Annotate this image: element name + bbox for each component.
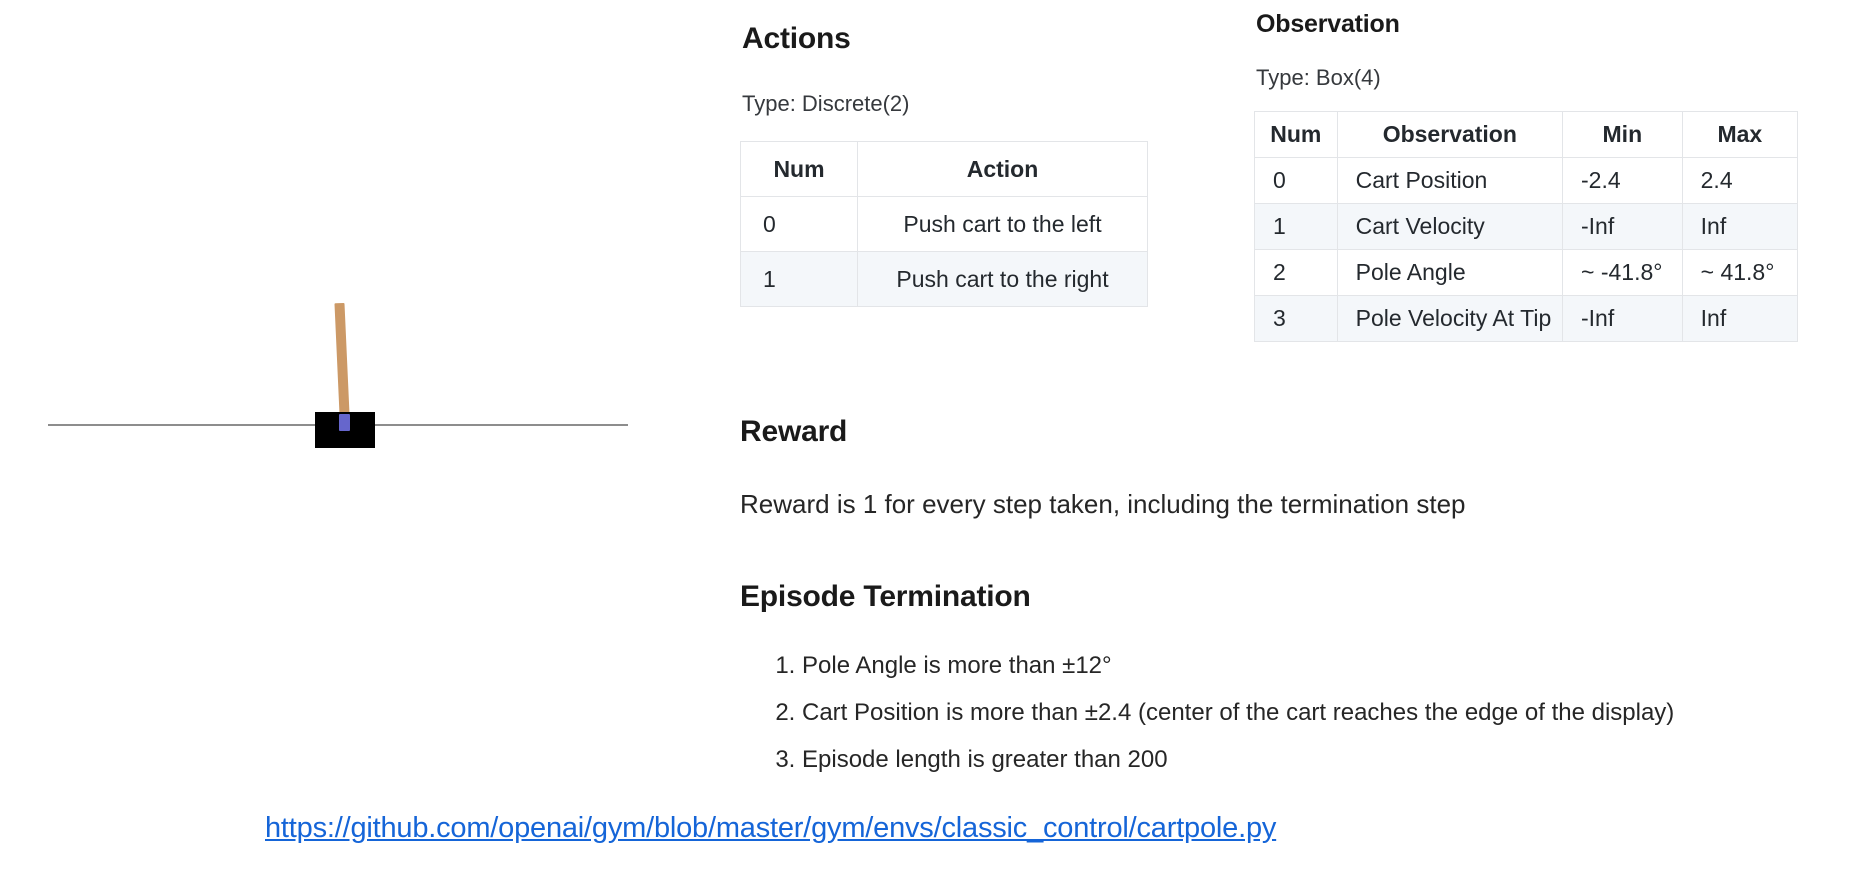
observation-section: Observation Type: Box(4) Num Observation… xyxy=(1254,10,1814,342)
observation-cell-min: -Inf xyxy=(1562,203,1683,250)
actions-cell-num: 0 xyxy=(739,196,859,252)
observation-cell-name: Pole Angle xyxy=(1336,249,1564,296)
observation-cell-max: Inf xyxy=(1681,203,1799,250)
observation-col-max: Max xyxy=(1681,111,1799,158)
observation-table: Num Observation Min Max 0 Cart Position … xyxy=(1254,111,1799,342)
table-row: 2 Pole Angle ~ -41.8° ~ 41.8° xyxy=(1254,249,1799,296)
cartpole-figure xyxy=(0,0,700,800)
actions-heading: Actions xyxy=(742,22,851,55)
observation-type-line: Type: Box(4) xyxy=(1256,65,1381,90)
table-row: 1 Cart Velocity -Inf Inf xyxy=(1254,203,1799,250)
reward-heading: Reward xyxy=(740,415,848,448)
observation-cell-max: ~ 41.8° xyxy=(1681,249,1799,296)
cart-axle-icon xyxy=(339,414,350,431)
actions-cell-action: Push cart to the right xyxy=(857,251,1148,307)
observation-cell-num: 2 xyxy=(1254,249,1338,296)
episode-termination-heading: Episode Termination xyxy=(740,580,1031,613)
reward-section: Reward Reward is 1 for every step taken,… xyxy=(740,415,1840,520)
table-row: 0 Cart Position -2.4 2.4 xyxy=(1254,157,1799,204)
observation-cell-name: Cart Velocity xyxy=(1336,203,1564,250)
source-link[interactable]: https://github.com/openai/gym/blob/maste… xyxy=(265,812,1277,844)
actions-section: Actions Type: Discrete(2) Num Action 0 P… xyxy=(739,22,1160,307)
actions-cell-num: 1 xyxy=(739,251,859,307)
table-row: 1 Push cart to the right xyxy=(739,251,1148,307)
actions-cell-action: Push cart to the left xyxy=(857,196,1148,252)
list-item: Cart Position is more than ±2.4 (center … xyxy=(802,689,1840,736)
observation-cell-min: -2.4 xyxy=(1562,157,1683,204)
actions-col-num: Num xyxy=(739,141,859,197)
observation-cell-num: 3 xyxy=(1254,295,1338,342)
observation-cell-name: Pole Velocity At Tip xyxy=(1336,295,1564,342)
source-link-container: https://github.com/openai/gym/blob/maste… xyxy=(265,812,1665,845)
observation-cell-min: -Inf xyxy=(1562,295,1683,342)
episode-termination-section: Episode Termination Pole Angle is more t… xyxy=(740,580,1840,783)
actions-col-action: Action xyxy=(857,141,1148,197)
actions-table: Num Action 0 Push cart to the left 1 Pus… xyxy=(739,141,1148,307)
observation-col-observation: Observation xyxy=(1336,111,1564,158)
observation-cell-num: 1 xyxy=(1254,203,1338,250)
observation-cell-name: Cart Position xyxy=(1336,157,1564,204)
observation-cell-num: 0 xyxy=(1254,157,1338,204)
observation-heading: Observation xyxy=(1256,10,1400,38)
table-header-row: Num Action xyxy=(739,141,1148,197)
table-row: 3 Pole Velocity At Tip -Inf Inf xyxy=(1254,295,1799,342)
reward-text: Reward is 1 for every step taken, includ… xyxy=(740,489,1466,519)
episode-termination-list: Pole Angle is more than ±12° Cart Positi… xyxy=(740,642,1840,783)
observation-col-min: Min xyxy=(1562,111,1683,158)
list-item: Episode length is greater than 200 xyxy=(802,736,1840,783)
table-header-row: Num Observation Min Max xyxy=(1254,111,1799,158)
observation-cell-max: Inf xyxy=(1681,295,1799,342)
observation-cell-min: ~ -41.8° xyxy=(1562,249,1683,296)
list-item: Pole Angle is more than ±12° xyxy=(802,642,1840,689)
observation-col-num: Num xyxy=(1254,111,1338,158)
observation-cell-max: 2.4 xyxy=(1681,157,1799,204)
actions-type-line: Type: Discrete(2) xyxy=(742,91,910,116)
table-row: 0 Push cart to the left xyxy=(739,196,1148,252)
